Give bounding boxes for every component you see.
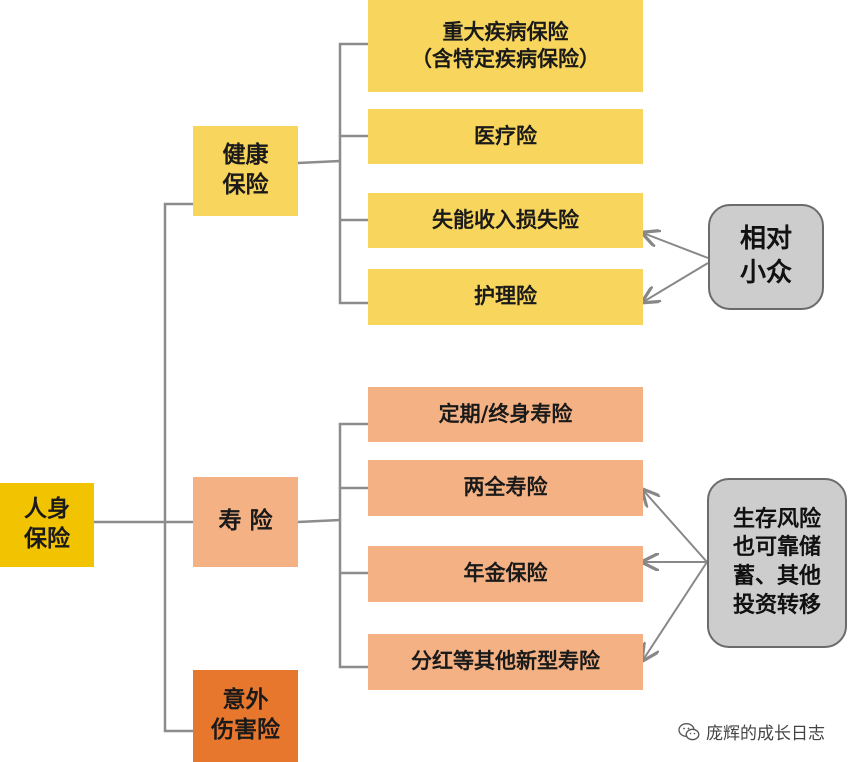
life-item-participating: 分红等其他新型寿险 bbox=[368, 634, 643, 690]
note-savings: 生存风险 也可靠储 蓄、其他 投资转移 bbox=[707, 478, 847, 648]
health-item-critical-illness: 重大疾病保险 （含特定疾病保险） bbox=[368, 0, 643, 92]
category-life: 寿 险 bbox=[193, 477, 298, 567]
health-trunk bbox=[338, 42, 368, 305]
health-item-disability-income: 失能收入损失险 bbox=[368, 193, 643, 248]
savings-arrow-1 bbox=[643, 490, 708, 563]
health-item-nursing-care: 护理险 bbox=[368, 269, 643, 325]
main-trunk bbox=[163, 202, 193, 733]
life-trunk bbox=[338, 422, 368, 669]
life-item-endowment: 两全寿险 bbox=[368, 460, 643, 516]
note-niche: 相对 小众 bbox=[708, 204, 824, 310]
health-item-medical: 医疗险 bbox=[368, 109, 643, 164]
life-item-annuity: 年金保险 bbox=[368, 546, 643, 602]
savings-arrow-3 bbox=[643, 561, 708, 660]
wechat-icon bbox=[678, 722, 700, 740]
niche-arrow-1 bbox=[643, 233, 709, 259]
watermark-text: 庞辉的成长日志 bbox=[706, 724, 825, 744]
life-connector bbox=[297, 518, 341, 524]
watermark: 庞辉的成长日志 bbox=[678, 719, 825, 744]
life-item-term-whole: 定期/终身寿险 bbox=[368, 387, 643, 442]
category-accident: 意外 伤害险 bbox=[193, 670, 298, 762]
category-health: 健康 保险 bbox=[193, 126, 298, 216]
root-node: 人身 保险 bbox=[0, 483, 94, 567]
health-connector bbox=[297, 159, 341, 165]
niche-arrow-2 bbox=[643, 262, 709, 302]
